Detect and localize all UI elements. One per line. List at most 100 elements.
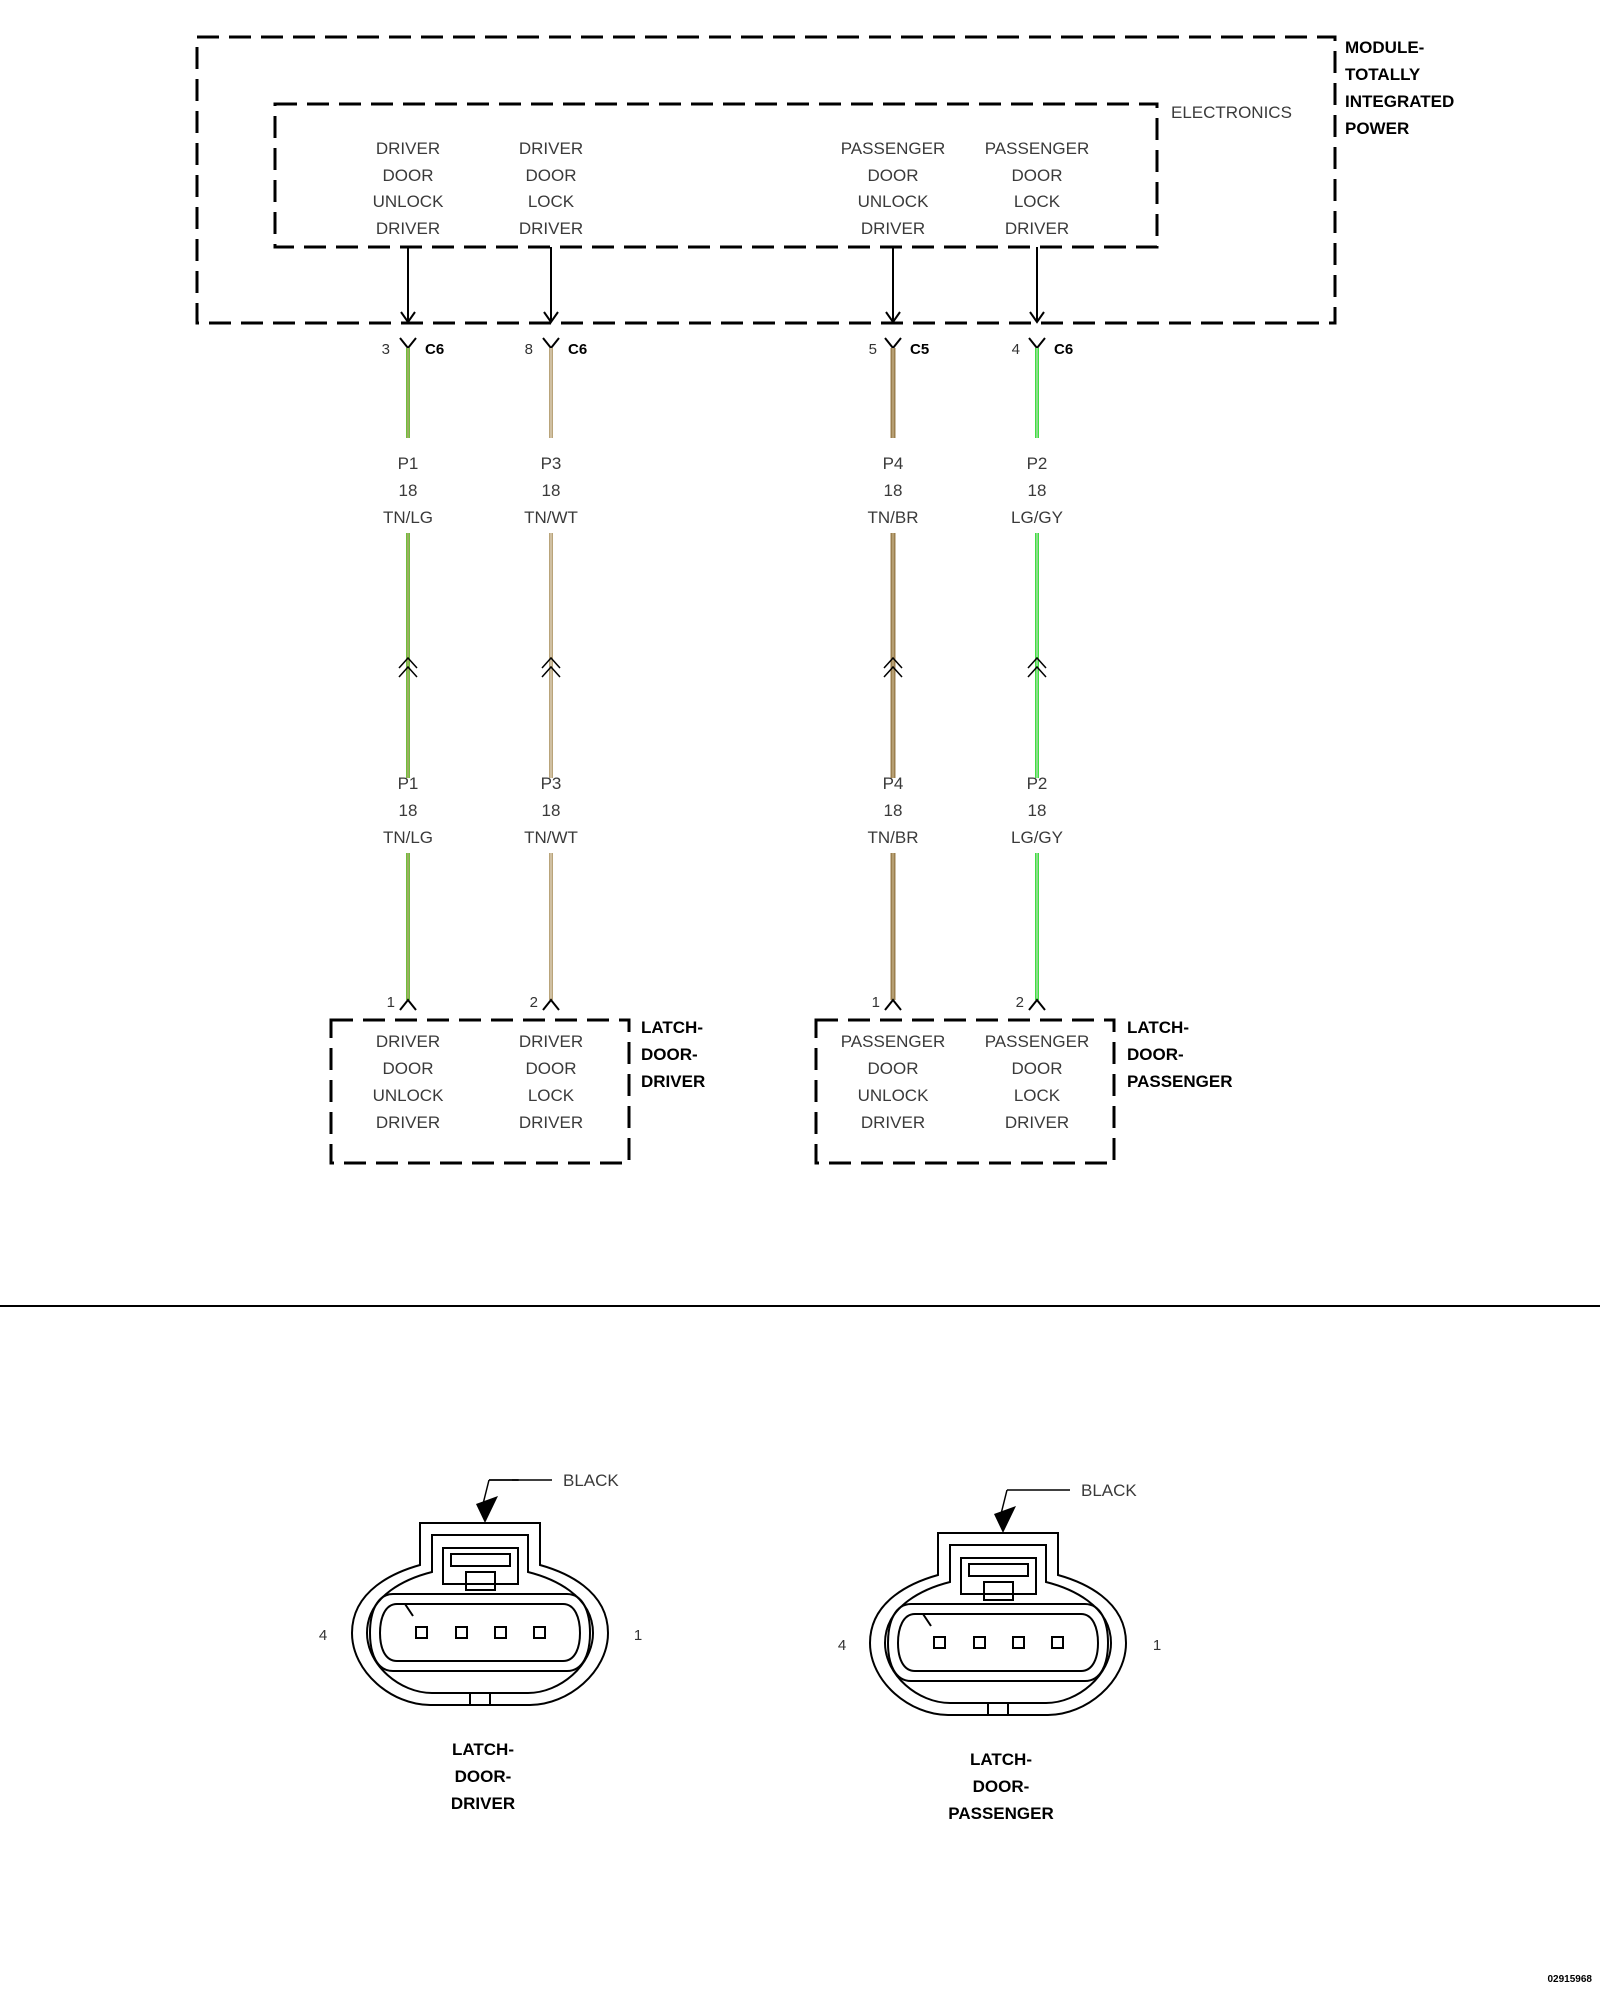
svg-text:INTEGRATED: INTEGRATED bbox=[1345, 92, 1454, 111]
svg-text:TOTALLY: TOTALLY bbox=[1345, 65, 1421, 84]
figure-code: 02915968 bbox=[1548, 1974, 1593, 1985]
svg-text:UNLOCK: UNLOCK bbox=[858, 192, 930, 211]
svg-text:18: 18 bbox=[884, 801, 903, 820]
svg-text:TN/LG: TN/LG bbox=[383, 508, 433, 527]
svg-text:C6: C6 bbox=[425, 341, 444, 358]
latch-passenger-function-1: PASSENGER DOOR UNLOCK DRIVER bbox=[841, 1032, 946, 1132]
latch-passenger-name: LATCH- DOOR- PASSENGER bbox=[1127, 1018, 1233, 1091]
connector-passenger-pin-1: 1 bbox=[1153, 1637, 1161, 1654]
svg-text:DOOR-: DOOR- bbox=[973, 1777, 1030, 1796]
connector-passenger-color-label: BLACK bbox=[1081, 1481, 1137, 1500]
svg-text:TN/WT: TN/WT bbox=[524, 828, 578, 847]
svg-text:POWER: POWER bbox=[1345, 119, 1409, 138]
svg-text:18: 18 bbox=[542, 481, 561, 500]
circuit-p2: 4 C6 P2 18 LG/GY P2 18 LG/GY 2 bbox=[1011, 247, 1073, 1011]
svg-text:DOOR: DOOR bbox=[383, 166, 434, 185]
circuit-p3: 8 C6 P3 18 TN/WT P3 18 TN/WT 2 bbox=[524, 247, 587, 1011]
svg-text:18: 18 bbox=[542, 801, 561, 820]
module-driver-label-1: DRIVER DOOR UNLOCK DRIVER bbox=[373, 139, 445, 238]
svg-text:18: 18 bbox=[884, 481, 903, 500]
svg-text:4: 4 bbox=[1012, 341, 1020, 358]
svg-text:18: 18 bbox=[1028, 481, 1047, 500]
svg-text:C5: C5 bbox=[910, 341, 929, 358]
svg-text:LG/GY: LG/GY bbox=[1011, 508, 1063, 527]
module-driver-label-4: PASSENGER DOOR LOCK DRIVER bbox=[985, 139, 1090, 238]
svg-text:TN/LG: TN/LG bbox=[383, 828, 433, 847]
svg-text:2: 2 bbox=[1016, 994, 1024, 1011]
svg-text:DRIVER: DRIVER bbox=[1005, 219, 1069, 238]
svg-text:2: 2 bbox=[530, 994, 538, 1011]
svg-text:PASSENGER: PASSENGER bbox=[985, 139, 1090, 158]
svg-text:DOOR: DOOR bbox=[526, 1059, 577, 1078]
svg-text:DRIVER: DRIVER bbox=[1005, 1113, 1069, 1132]
svg-text:DOOR: DOOR bbox=[383, 1059, 434, 1078]
svg-text:LATCH-: LATCH- bbox=[452, 1740, 514, 1759]
svg-text:DRIVER: DRIVER bbox=[861, 219, 925, 238]
svg-text:PASSENGER: PASSENGER bbox=[985, 1032, 1090, 1051]
svg-text:DOOR-: DOOR- bbox=[455, 1767, 512, 1786]
svg-text:UNLOCK: UNLOCK bbox=[373, 192, 445, 211]
svg-text:PASSENGER: PASSENGER bbox=[841, 139, 946, 158]
svg-text:DOOR: DOOR bbox=[1012, 166, 1063, 185]
latch-driver-function-2: DRIVER DOOR LOCK DRIVER bbox=[519, 1032, 583, 1132]
svg-text:LATCH-: LATCH- bbox=[1127, 1018, 1189, 1037]
svg-text:DOOR-: DOOR- bbox=[641, 1045, 698, 1064]
svg-text:P3: P3 bbox=[541, 774, 562, 793]
svg-text:DRIVER: DRIVER bbox=[376, 1113, 440, 1132]
connector-driver-color-label: BLACK bbox=[563, 1471, 619, 1490]
svg-text:DRIVER: DRIVER bbox=[451, 1794, 515, 1813]
svg-text:UNLOCK: UNLOCK bbox=[858, 1086, 930, 1105]
connector-driver-pin-1: 1 bbox=[634, 1627, 642, 1644]
connector-view-driver bbox=[350, 1479, 610, 1706]
svg-text:DRIVER: DRIVER bbox=[519, 139, 583, 158]
svg-text:DRIVER: DRIVER bbox=[641, 1072, 705, 1091]
svg-text:DOOR: DOOR bbox=[1012, 1059, 1063, 1078]
svg-text:1: 1 bbox=[387, 994, 395, 1011]
svg-text:C6: C6 bbox=[568, 341, 587, 358]
svg-text:PASSENGER: PASSENGER bbox=[841, 1032, 946, 1051]
svg-text:5: 5 bbox=[869, 341, 877, 358]
svg-text:P4: P4 bbox=[883, 454, 904, 473]
svg-text:DRIVER: DRIVER bbox=[861, 1113, 925, 1132]
svg-text:PASSENGER: PASSENGER bbox=[948, 1804, 1054, 1823]
svg-text:C6: C6 bbox=[1054, 341, 1073, 358]
svg-text:TN/BR: TN/BR bbox=[868, 508, 919, 527]
svg-text:UNLOCK: UNLOCK bbox=[373, 1086, 445, 1105]
svg-text:P1: P1 bbox=[398, 774, 419, 793]
svg-text:LOCK: LOCK bbox=[1014, 1086, 1061, 1105]
svg-text:DRIVER: DRIVER bbox=[376, 219, 440, 238]
svg-text:DRIVER: DRIVER bbox=[376, 139, 440, 158]
svg-text:P3: P3 bbox=[541, 454, 562, 473]
svg-text:LOCK: LOCK bbox=[528, 1086, 575, 1105]
circuit-p4: 5 C5 P4 18 TN/BR P4 18 TN/BR 1 bbox=[868, 247, 929, 1011]
svg-text:LOCK: LOCK bbox=[528, 192, 575, 211]
svg-text:MODULE-: MODULE- bbox=[1345, 38, 1424, 57]
module-name: MODULE- TOTALLY INTEGRATED POWER bbox=[1345, 38, 1454, 138]
svg-text:TN/WT: TN/WT bbox=[524, 508, 578, 527]
svg-text:8: 8 bbox=[525, 341, 533, 358]
connector-view-passenger bbox=[868, 1489, 1128, 1716]
latch-passenger-function-2: PASSENGER DOOR LOCK DRIVER bbox=[985, 1032, 1090, 1132]
connector-passenger-pin-4: 4 bbox=[838, 1637, 846, 1654]
svg-text:18: 18 bbox=[1028, 801, 1047, 820]
svg-text:P2: P2 bbox=[1027, 774, 1048, 793]
latch-passenger-box bbox=[814, 1018, 1116, 1165]
svg-text:DOOR: DOOR bbox=[868, 166, 919, 185]
svg-text:DRIVER: DRIVER bbox=[376, 1032, 440, 1051]
svg-text:DRIVER: DRIVER bbox=[519, 1113, 583, 1132]
latch-driver-name: LATCH- DOOR- DRIVER bbox=[641, 1018, 705, 1091]
module-box bbox=[195, 35, 1337, 325]
latch-driver-function-1: DRIVER DOOR UNLOCK DRIVER bbox=[373, 1032, 445, 1132]
latch-driver-box bbox=[329, 1018, 631, 1165]
svg-text:P2: P2 bbox=[1027, 454, 1048, 473]
svg-text:3: 3 bbox=[382, 341, 390, 358]
svg-text:LATCH-: LATCH- bbox=[641, 1018, 703, 1037]
module-driver-label-3: PASSENGER DOOR UNLOCK DRIVER bbox=[841, 139, 946, 238]
svg-text:DRIVER: DRIVER bbox=[519, 219, 583, 238]
svg-text:1: 1 bbox=[872, 994, 880, 1011]
svg-text:18: 18 bbox=[399, 801, 418, 820]
svg-text:LATCH-: LATCH- bbox=[970, 1750, 1032, 1769]
svg-text:DOOR-: DOOR- bbox=[1127, 1045, 1184, 1064]
circuit-p1: 3 C6 P1 18 TN/LG P1 18 TN/LG 1 bbox=[382, 247, 444, 1011]
